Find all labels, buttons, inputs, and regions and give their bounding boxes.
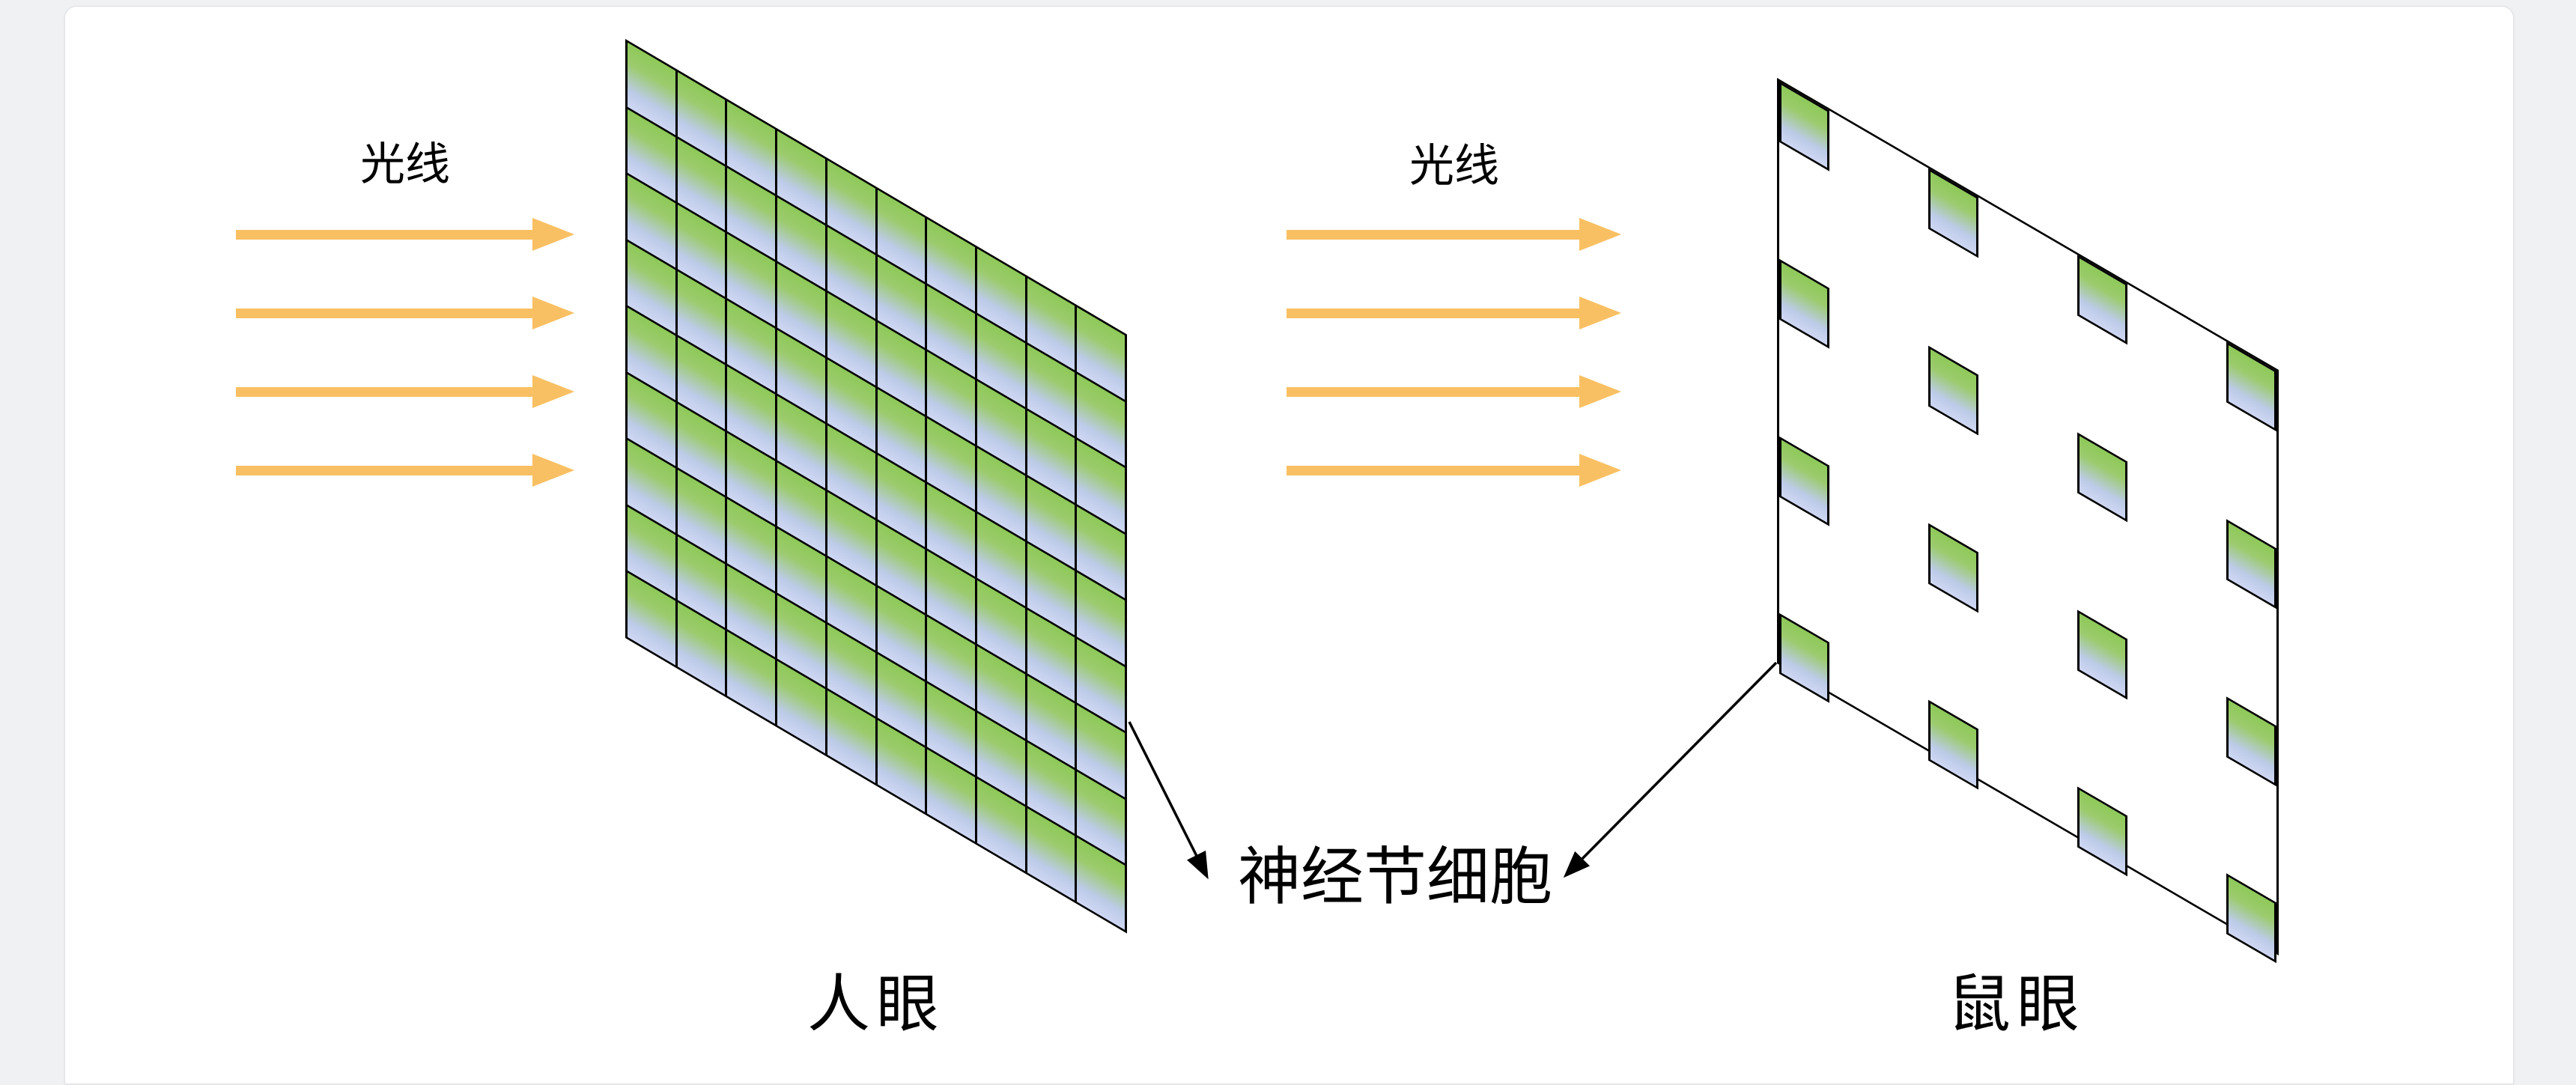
retina-cell bbox=[1928, 699, 1978, 790]
light-ray-shaft bbox=[236, 465, 532, 475]
light-ray-arrow bbox=[236, 454, 574, 487]
human-eye-caption: 人眼 bbox=[806, 970, 945, 1040]
light-ray-arrow bbox=[236, 375, 574, 408]
light-ray-arrow bbox=[1287, 297, 1621, 329]
light-ray-shaft bbox=[1287, 229, 1579, 240]
light-ray-arrowhead-icon bbox=[532, 375, 574, 408]
retina-cell bbox=[2226, 519, 2276, 610]
light-ray-arrows-right bbox=[1287, 218, 1621, 532]
light-ray-shaft bbox=[1287, 308, 1579, 318]
retina-cell bbox=[2077, 610, 2127, 700]
retina-cell bbox=[2077, 255, 2127, 345]
human-eye-retina-grid bbox=[625, 39, 1127, 934]
mouse-eye-retina-grid bbox=[1777, 78, 2279, 964]
light-ray-arrowhead-icon bbox=[1579, 218, 1621, 251]
arrow-to-mouse-grid bbox=[1563, 661, 1778, 878]
light-ray-arrowhead-icon bbox=[532, 218, 574, 251]
light-ray-arrow bbox=[1287, 218, 1621, 251]
retina-cell bbox=[2226, 873, 2276, 964]
document-canvas: 光线 光线 神经节细胞 人眼 鼠眼 bbox=[64, 6, 2514, 1084]
light-ray-arrow bbox=[1287, 454, 1621, 487]
ganglion-cell-label: 神经节细胞 bbox=[1238, 843, 1553, 913]
light-ray-arrowhead-icon bbox=[532, 297, 574, 329]
light-ray-shaft bbox=[236, 386, 532, 397]
light-ray-shaft bbox=[236, 308, 532, 318]
light-ray-label-left: 光线 bbox=[360, 140, 450, 189]
light-ray-arrowhead-icon bbox=[532, 454, 574, 487]
light-ray-arrow bbox=[236, 297, 574, 329]
light-ray-arrowhead-icon bbox=[1579, 375, 1621, 408]
retina-cell bbox=[2077, 432, 2127, 523]
retina-cell bbox=[1779, 258, 1829, 349]
retina-cell bbox=[1928, 345, 1978, 436]
retina-cell bbox=[1928, 168, 1978, 258]
light-ray-arrowhead-icon bbox=[1579, 297, 1621, 329]
retina-cell bbox=[2226, 341, 2276, 432]
retina-cell bbox=[1779, 81, 1829, 171]
retina-cell bbox=[1928, 523, 1978, 613]
light-ray-arrows-left bbox=[236, 218, 574, 532]
light-ray-label-right: 光线 bbox=[1409, 142, 1499, 191]
light-ray-shaft bbox=[1287, 386, 1579, 397]
retina-cell bbox=[2226, 696, 2276, 787]
retina-cell bbox=[1779, 436, 1829, 526]
retina-cell bbox=[1779, 613, 1829, 703]
arrow-to-human-grid bbox=[1128, 721, 1209, 880]
light-ray-shaft bbox=[236, 229, 532, 240]
light-ray-arrow bbox=[1287, 375, 1621, 408]
light-ray-arrowhead-icon bbox=[1579, 454, 1621, 487]
light-ray-arrow bbox=[236, 218, 574, 251]
retina-cell bbox=[2077, 786, 2127, 877]
light-ray-shaft bbox=[1287, 465, 1579, 475]
mouse-eye-caption: 鼠眼 bbox=[1947, 970, 2086, 1040]
